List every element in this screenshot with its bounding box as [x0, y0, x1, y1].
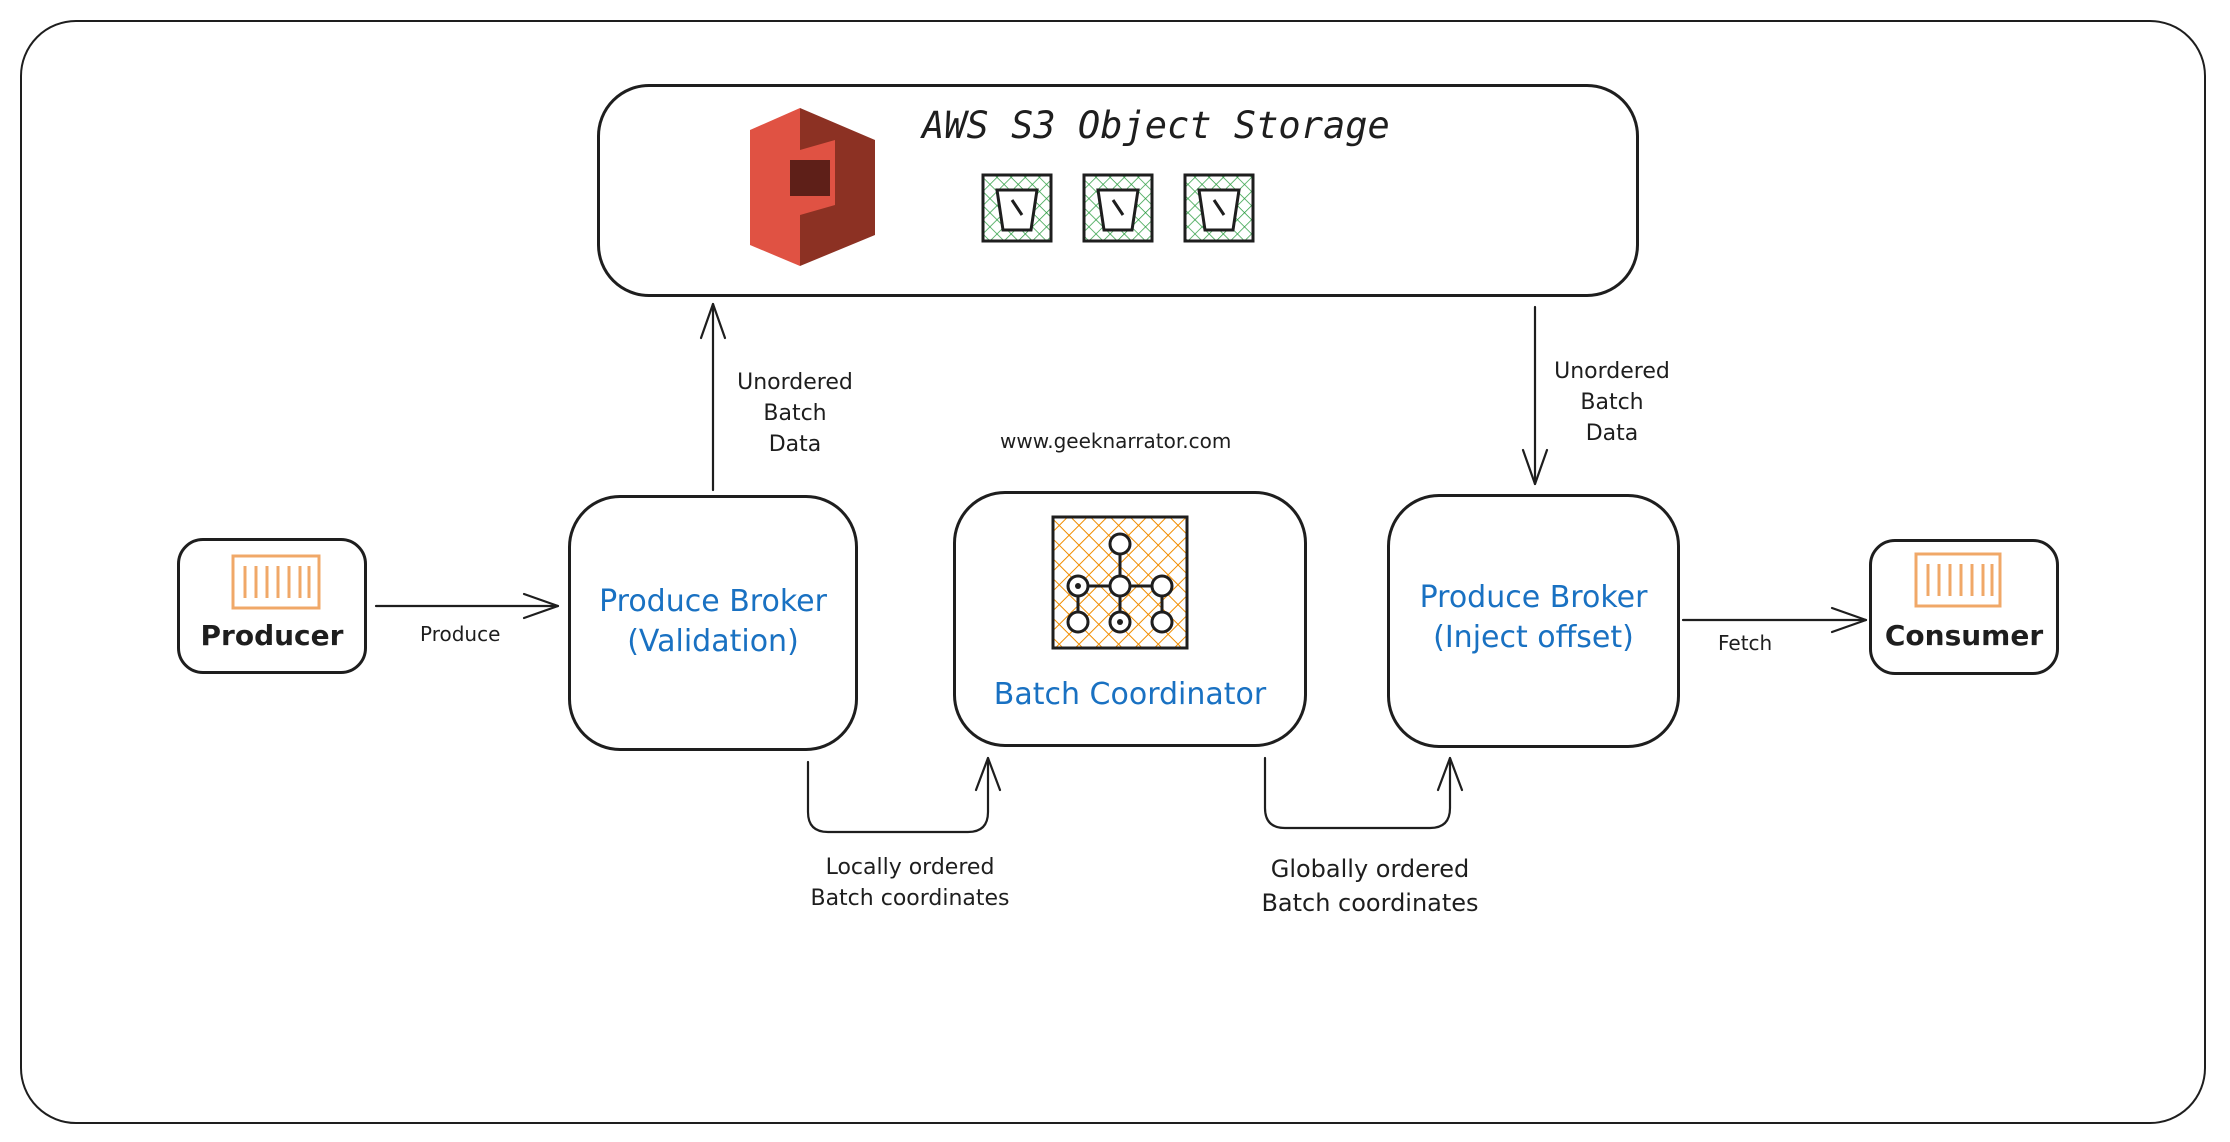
produce-edge-label: Produce — [420, 622, 501, 646]
broker-validation-line1: Produce Broker — [599, 584, 827, 619]
batch-coordinator-label: Batch Coordinator — [993, 677, 1267, 712]
unordered-up-line2: Batch — [763, 401, 827, 426]
graph-icon — [1051, 515, 1189, 650]
producer-label: Producer — [200, 619, 344, 652]
bucket-icon — [981, 173, 1053, 243]
broker-inject-line1: Produce Broker — [1419, 580, 1648, 615]
produce-broker-validation-box — [568, 495, 858, 751]
unordered-down-label: Unordered Batch Data — [1547, 356, 1677, 449]
locally-ordered-label: Locally ordered Batch coordinates — [778, 852, 1042, 914]
globally-ordered-line2: Batch coordinates — [1261, 889, 1479, 917]
unordered-up-label: Unordered Batch Data — [730, 367, 860, 460]
bucket-icon — [1082, 173, 1154, 243]
locally-ordered-line2: Batch coordinates — [810, 886, 1010, 911]
globally-ordered-arrow — [1263, 756, 1452, 830]
unordered-down-line3: Data — [1585, 421, 1639, 446]
locally-ordered-line1: Locally ordered — [825, 855, 995, 880]
producer-box — [177, 538, 367, 674]
website-label: www.geeknarrator.com — [1000, 429, 1232, 453]
consumer-label: Consumer — [1884, 619, 2044, 652]
unordered-up-line1: Unordered — [737, 370, 853, 395]
container-icon — [1914, 552, 2002, 608]
broker-inject-line2: (Inject offset) — [1433, 620, 1634, 655]
unordered-down-line1: Unordered — [1554, 359, 1670, 384]
locally-ordered-arrow — [806, 756, 990, 834]
unordered-down-line2: Batch — [1580, 390, 1644, 415]
bucket-icon — [1183, 173, 1255, 243]
s3-title: AWS S3 Object Storage — [922, 104, 1390, 147]
globally-ordered-line1: Globally ordered — [1270, 855, 1470, 883]
fetch-edge-label: Fetch — [1718, 631, 1773, 655]
broker-validation-line2: (Validation) — [627, 624, 799, 659]
aws-s3-logo — [750, 108, 875, 266]
globally-ordered-label: Globally ordered Batch coordinates — [1230, 852, 1510, 920]
produce-broker-validation-label: Produce Broker (Validation) — [568, 582, 858, 662]
diagram-frame — [20, 20, 2206, 1124]
produce-broker-inject-box — [1387, 494, 1680, 748]
produce-broker-inject-label: Produce Broker (Inject offset) — [1387, 578, 1680, 658]
unordered-up-line3: Data — [768, 432, 822, 457]
container-icon — [231, 554, 321, 610]
